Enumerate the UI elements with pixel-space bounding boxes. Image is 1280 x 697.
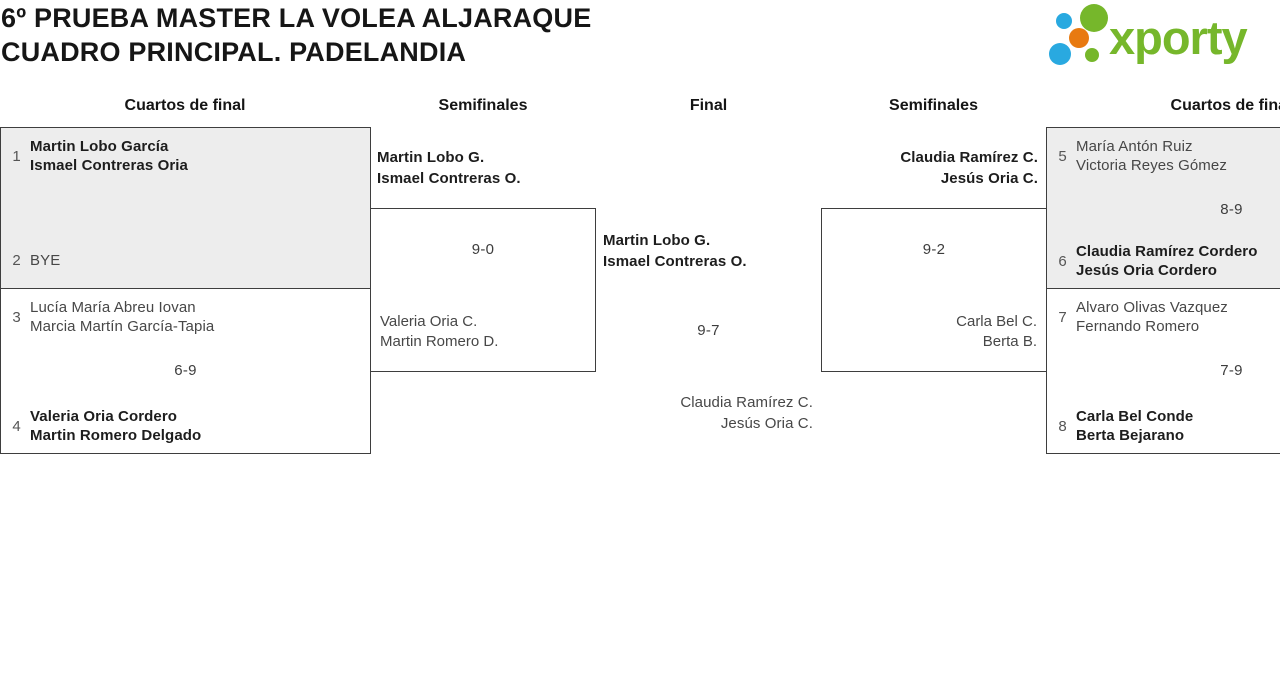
team-names: Valeria Oria Cordero Martin Romero Delga… — [30, 408, 202, 444]
seed-number: 3 — [12, 308, 21, 326]
team-names: Claudia Ramírez Cordero Jesús Oria Corde… — [1076, 243, 1258, 279]
final-loser-names: Claudia Ramírez C. Jesús Oria C. — [680, 394, 813, 432]
qf1-team-a-row: 1 Martin Lobo García Ismael Contreras Or… — [10, 137, 188, 175]
column-header-left-quarterfinals: Cuartos de final — [124, 97, 246, 114]
match-score: 9-0 — [471, 241, 495, 258]
team-names: Lucía María Abreu Iovan Marcia Martín Ga… — [30, 299, 215, 335]
match-score: 7-9 — [1220, 362, 1243, 379]
match-box-qf2[interactable]: 3 Lucía María Abreu Iovan Marcia Martín … — [0, 288, 371, 454]
seed-number: 1 — [12, 147, 21, 165]
qf4-team-a-row: 7 Alvaro Olivas Vazquez Fernando Romero — [1056, 298, 1228, 336]
sf1-winner-names: Martin Lobo G. Ismael Contreras O. — [377, 149, 521, 187]
qf2-team-a-row: 3 Lucía María Abreu Iovan Marcia Martín … — [10, 298, 214, 336]
team-names: Carla Bel Conde Berta Bejarano — [1076, 408, 1194, 444]
qf2-team-b-row: 4 Valeria Oria Cordero Martin Romero Del… — [10, 407, 201, 445]
qf1-team-b-row: 2 BYE — [10, 251, 60, 270]
match-box-sf1[interactable]: 9-0 Valeria Oria C. Martin Romero D. — [370, 208, 596, 372]
sf2-winner-names: Claudia Ramírez C. Jesús Oria C. — [900, 149, 1038, 187]
page-title: 6º PRUEBA MASTER LA VOLEA ALJARAQUE CUAD… — [1, 1, 591, 69]
team-names: BYE — [30, 252, 61, 269]
seed-number: 6 — [1058, 252, 1067, 270]
match-score: 6-9 — [174, 362, 197, 379]
seed-number: 2 — [12, 252, 21, 269]
column-header-right-quarterfinals: Cuartos de final — [1170, 97, 1280, 114]
logo-wordmark: xporty — [1109, 11, 1248, 64]
seed-number: 5 — [1058, 147, 1067, 165]
match-box-sf2[interactable]: 9-2 Carla Bel C. Berta B. — [821, 208, 1047, 372]
qf3-team-a-row: 5 María Antón Ruiz Victoria Reyes Gómez — [1056, 137, 1227, 175]
page-title-line2: CUADRO PRINCIPAL. PADELANDIA — [1, 37, 467, 67]
match-score: 9-2 — [922, 241, 946, 258]
final-score: 9-7 — [697, 322, 720, 339]
sf1-loser-names: Valeria Oria C. Martin Romero D. — [380, 313, 499, 350]
qf3-team-b-row: 6 Claudia Ramírez Cordero Jesús Oria Cor… — [1056, 242, 1258, 280]
final-winner-names: Martin Lobo G. Ismael Contreras O. — [603, 232, 747, 270]
page-title-line1: 6º PRUEBA MASTER LA VOLEA ALJARAQUE — [1, 3, 592, 33]
match-box-qf4[interactable]: 7 Alvaro Olivas Vazquez Fernando Romero … — [1046, 288, 1280, 454]
seed-number: 7 — [1058, 308, 1067, 326]
column-header-final: Final — [689, 97, 728, 114]
seed-number: 4 — [12, 417, 21, 435]
seed-number: 8 — [1058, 417, 1067, 435]
column-header-left-semifinals: Semifinales — [438, 97, 528, 114]
sf2-loser-names: Carla Bel C. Berta B. — [956, 313, 1037, 350]
match-score: 8-9 — [1220, 201, 1243, 218]
team-names: Martin Lobo García Ismael Contreras Oria — [30, 138, 189, 174]
team-names: Alvaro Olivas Vazquez Fernando Romero — [1076, 299, 1228, 335]
qf4-team-b-row: 8 Carla Bel Conde Berta Bejarano — [1056, 407, 1193, 445]
match-box-qf3[interactable]: 5 María Antón Ruiz Victoria Reyes Gómez … — [1046, 127, 1280, 289]
team-names: María Antón Ruiz Victoria Reyes Gómez — [1076, 138, 1227, 174]
match-box-qf1[interactable]: 1 Martin Lobo García Ismael Contreras Or… — [0, 127, 371, 289]
xporty-logo[interactable]: xporty — [1045, 4, 1280, 70]
logo-dots-icon — [1049, 4, 1108, 65]
column-header-right-semifinals: Semifinales — [889, 97, 978, 114]
